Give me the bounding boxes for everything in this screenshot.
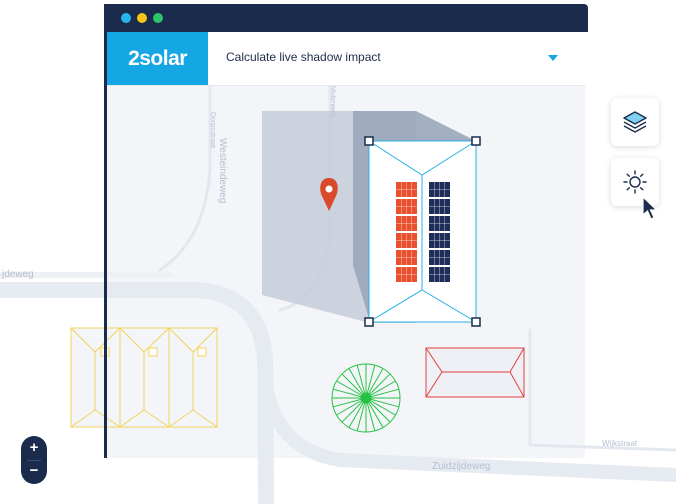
resize-handle[interactable]	[364, 136, 374, 146]
title-bar	[107, 4, 588, 32]
window-dot-blue[interactable]	[121, 13, 131, 23]
analysis-select-value: Calculate live shadow impact	[226, 50, 381, 64]
street-label: Wijkstraat	[602, 439, 638, 448]
tree-branch	[356, 365, 367, 399]
roof-outline-yellow[interactable]	[70, 327, 218, 428]
mouse-cursor-icon	[642, 196, 658, 220]
divider	[27, 460, 41, 461]
tree-branch	[365, 397, 376, 431]
tree-branch	[365, 397, 396, 416]
street-label: jdeweg	[2, 269, 34, 280]
layers-icon	[623, 111, 647, 133]
location-pin-icon[interactable]	[320, 178, 338, 211]
resize-handle[interactable]	[471, 317, 481, 327]
tree-branch	[365, 397, 399, 408]
roof-outline-red[interactable]	[425, 347, 525, 398]
solar-panels-unshaded	[429, 182, 450, 282]
tree-branch	[336, 397, 367, 416]
sun-position-button[interactable]	[611, 158, 659, 206]
tree-branch	[348, 368, 367, 399]
tree-branch	[333, 388, 367, 399]
logo: 2solar	[107, 32, 208, 85]
zoom-out-button[interactable]: −	[29, 462, 39, 479]
resize-handle[interactable]	[364, 317, 374, 327]
tree-branch	[365, 397, 384, 428]
tree-branch	[365, 397, 391, 423]
tree-branch	[365, 380, 396, 399]
tree-branch	[348, 397, 367, 428]
tree-branch	[341, 373, 367, 399]
tree-branch	[365, 388, 399, 399]
chevron-down-icon	[548, 55, 558, 61]
tree-branch	[356, 397, 367, 431]
solar-panels-shaded	[396, 182, 417, 282]
tree-icon	[331, 363, 401, 433]
tree-branch	[365, 365, 376, 399]
window-dot-green[interactable]	[153, 13, 163, 23]
app-window: 2solar Calculate live shadow impact	[104, 4, 588, 458]
tree-branch	[365, 368, 384, 399]
tree-branch	[336, 380, 367, 399]
app-header: 2solar Calculate live shadow impact	[107, 32, 585, 86]
sun-icon	[623, 170, 647, 194]
tree-branch	[333, 397, 367, 408]
street-label: Zuidzijdeweg	[432, 461, 491, 472]
zoom-in-button[interactable]: +	[29, 439, 39, 456]
window-dot-yellow[interactable]	[137, 13, 147, 23]
zoom-control: + −	[21, 436, 47, 484]
layers-button[interactable]	[611, 98, 659, 146]
logo-text: 2solar	[128, 46, 187, 70]
tree-branch	[341, 397, 367, 423]
roads	[0, 80, 676, 504]
analysis-select[interactable]: Calculate live shadow impact	[208, 32, 585, 85]
tree-branch	[365, 373, 391, 399]
resize-handle[interactable]	[471, 136, 481, 146]
